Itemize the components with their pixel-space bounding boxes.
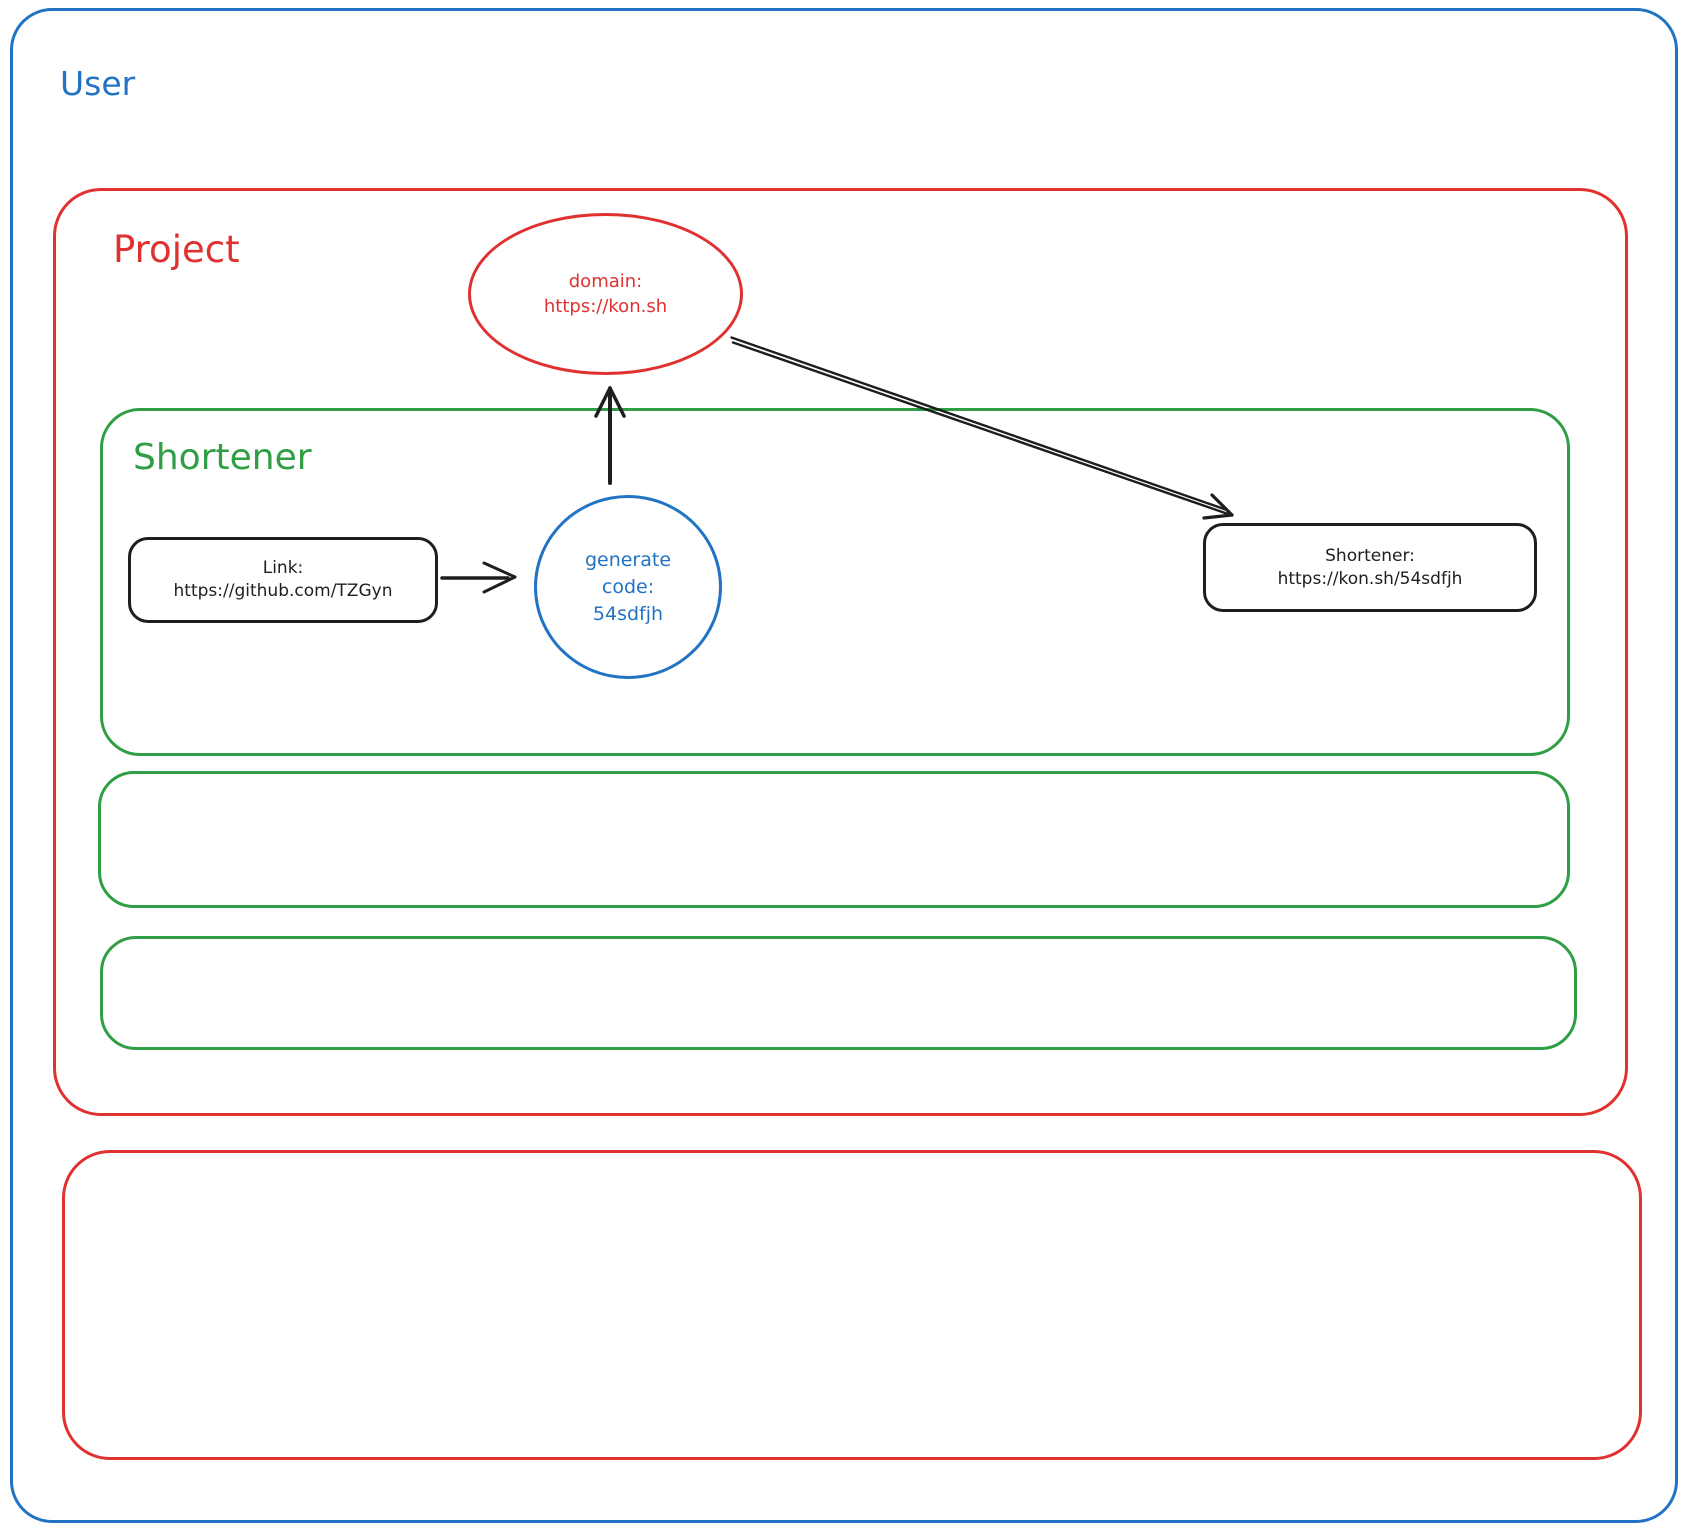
shortener-label: Shortener — [133, 437, 312, 478]
project-container — [53, 188, 1628, 1116]
domain-ellipse-line2: https://kon.sh — [543, 296, 668, 317]
generate-code-line3: 54sdfjh — [592, 602, 664, 625]
project-label: Project — [113, 228, 240, 271]
domain-ellipse-line1: domain: — [568, 271, 643, 292]
shortener-result-box: Shortener: https://kon.sh/54sdfjh — [1203, 523, 1537, 612]
link-box-line2: https://github.com/TZGyn — [173, 581, 393, 601]
user-container — [10, 8, 1678, 1523]
generate-code-line1: generate — [584, 548, 672, 571]
empty-green-box-1 — [98, 771, 1570, 908]
shortener-result-line1: Shortener: — [1325, 545, 1415, 566]
link-box-line1: Link: — [262, 558, 304, 578]
user-label: User — [60, 64, 136, 103]
link-box: Link: https://github.com/TZGyn — [128, 537, 438, 623]
empty-red-box — [62, 1150, 1642, 1460]
shortener-result-line2: https://kon.sh/54sdfjh — [1277, 568, 1463, 589]
empty-green-box-2 — [100, 936, 1577, 1050]
generate-code-circle: generate code: 54sdfjh — [534, 495, 722, 679]
generate-code-line2: code: — [601, 575, 655, 598]
domain-ellipse: domain: https://kon.sh — [468, 213, 743, 375]
